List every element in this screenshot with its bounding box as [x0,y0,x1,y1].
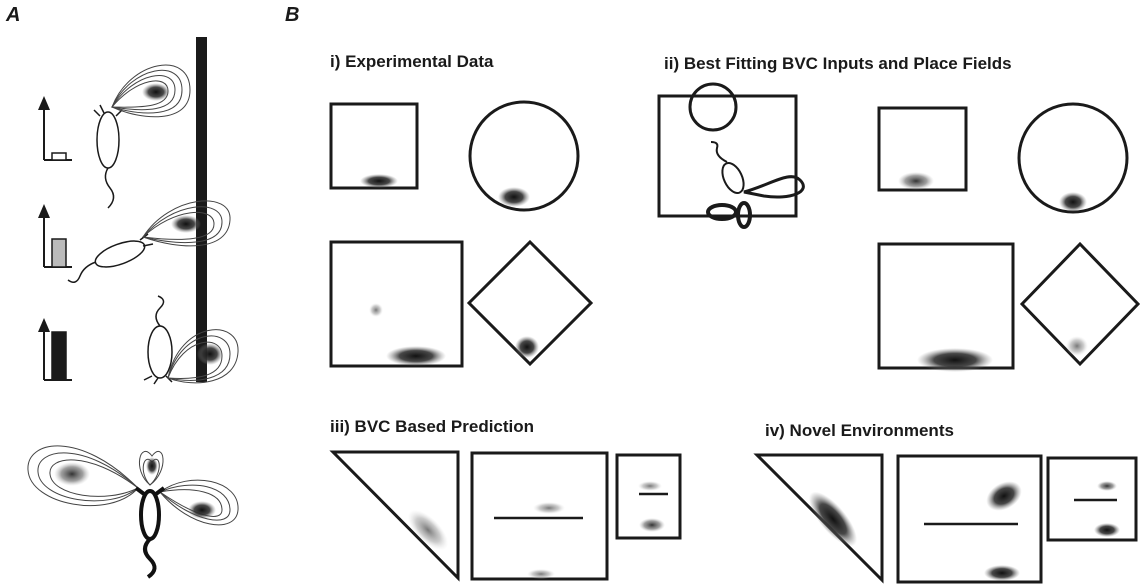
place-field [1097,481,1117,491]
place-field [360,174,398,188]
panel-a-letter: A [6,4,21,26]
prediction-small-square-barrier [615,453,682,540]
place-field [386,346,446,366]
firing-rate-bar-chart-2 [38,204,72,268]
experimental-square-large [329,240,464,368]
model-diamond [1019,241,1141,367]
firing-rate-bar-3 [51,331,67,381]
place-field [898,172,934,190]
place-field [638,481,662,491]
experimental-circle [468,100,580,212]
place-field [407,509,449,551]
firing-rate-bar-chart-1 [38,96,72,161]
novel-square-barrier [896,454,1043,584]
firing-rate-bar-1 [51,152,67,161]
place-field [917,348,993,372]
place-field [515,336,539,358]
place-field [639,518,665,532]
place-field [1059,192,1087,212]
bvc-input-loop-right [743,175,805,199]
bvc-row-1 [38,64,191,209]
place-field [986,481,1022,511]
rat-3 [143,295,173,385]
bvc-input-loops-bottom [706,201,752,229]
place-field [1066,336,1088,356]
receptive-field-contours-3 [167,329,239,384]
place-field [533,502,565,514]
place-field [984,565,1020,581]
bvc-row-2 [38,200,231,283]
bvc-input-diagram [657,82,805,229]
bvc-input-rat [710,141,745,194]
place-field [808,491,858,547]
experimental-square-small [329,102,419,190]
bvc-row-3 [38,295,239,385]
place-field [1094,523,1120,537]
firing-rate-bar-chart-3 [38,318,72,381]
receptive-field-contours-2 [141,200,231,247]
novel-triangle [753,453,884,584]
receptive-field-contours-1 [110,64,191,118]
rat-1 [93,104,123,209]
panel-b-letter: B [285,4,300,26]
heading-bvc-prediction: iii) BVC Based Prediction [330,417,535,436]
heading-best-fitting: ii) Best Fitting BVC Inputs and Place Fi… [664,54,1012,73]
rat-2 [67,233,154,283]
novel-small-square-barrier [1046,456,1138,542]
model-circle [1017,102,1129,214]
place-field [527,569,555,579]
place-field [498,187,530,207]
heading-novel-environments: iv) Novel Environments [765,421,954,440]
model-square-small [877,106,968,192]
model-square-large [877,242,1015,372]
place-field-faint [369,303,383,317]
experimental-diamond [466,239,594,367]
combined-receptive-fields [27,445,239,579]
firing-rate-bar-2 [51,238,67,268]
rat-bottom [134,486,166,579]
prediction-triangle [329,450,460,582]
heading-experimental-data: i) Experimental Data [330,52,494,71]
prediction-square-barrier [470,451,609,581]
wall-barrier [196,37,207,382]
